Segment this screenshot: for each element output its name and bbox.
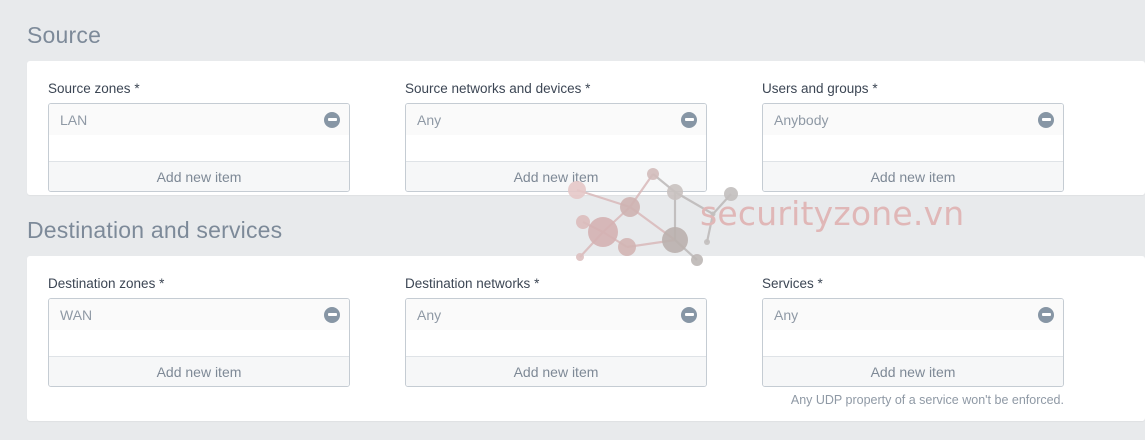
add-new-item-button[interactable]: Add new item bbox=[49, 161, 349, 191]
listbox-empty-area[interactable] bbox=[49, 330, 349, 356]
required-marker: * bbox=[585, 81, 591, 96]
listbox-empty-area[interactable] bbox=[49, 135, 349, 161]
add-new-item-button[interactable]: Add new item bbox=[49, 356, 349, 386]
remove-circle-icon[interactable] bbox=[1038, 306, 1054, 323]
listbox-empty-area[interactable] bbox=[763, 330, 1063, 356]
label-destination-zones: Destination zones * bbox=[48, 276, 350, 291]
section-heading-destination-and-services: Destination and services bbox=[27, 217, 283, 243]
label-text: Destination networks bbox=[405, 276, 531, 291]
list-item-label: Any bbox=[417, 111, 442, 128]
required-marker: * bbox=[159, 276, 165, 291]
section-destination-and-services: Destination and services Destination zon… bbox=[0, 195, 1145, 421]
field-source-networks-and-devices: Source networks and devices * Any Add ne… bbox=[405, 81, 707, 192]
list-item[interactable]: Any bbox=[763, 299, 1063, 330]
list-item[interactable]: LAN bbox=[49, 104, 349, 135]
list-item[interactable]: Any bbox=[406, 299, 706, 330]
list-item[interactable]: Any bbox=[406, 104, 706, 135]
listbox-destination-networks[interactable]: Any Add new item bbox=[405, 298, 707, 387]
list-item-label: WAN bbox=[60, 306, 93, 323]
add-new-item-button[interactable]: Add new item bbox=[406, 356, 706, 386]
list-item-label: Any bbox=[417, 306, 442, 323]
listbox-destination-zones[interactable]: WAN Add new item bbox=[48, 298, 350, 387]
list-item[interactable]: Anybody bbox=[763, 104, 1063, 135]
label-text: Users and groups bbox=[762, 81, 869, 96]
list-item-label: Any bbox=[774, 306, 799, 323]
label-services: Services * bbox=[762, 276, 1064, 291]
listbox-source-networks-and-devices[interactable]: Any Add new item bbox=[405, 103, 707, 192]
remove-circle-icon[interactable] bbox=[324, 306, 340, 323]
label-source-zones: Source zones * bbox=[48, 81, 350, 96]
required-marker: * bbox=[872, 81, 878, 96]
required-marker: * bbox=[534, 276, 540, 291]
add-new-item-button[interactable]: Add new item bbox=[406, 161, 706, 191]
required-marker: * bbox=[817, 276, 823, 291]
required-marker: * bbox=[134, 81, 140, 96]
label-source-networks-and-devices: Source networks and devices * bbox=[405, 81, 707, 96]
listbox-source-zones[interactable]: LAN Add new item bbox=[48, 103, 350, 192]
field-destination-zones: Destination zones * WAN Add new item bbox=[48, 276, 350, 407]
listbox-empty-area[interactable] bbox=[763, 135, 1063, 161]
field-users-and-groups: Users and groups * Anybody Add new item bbox=[762, 81, 1064, 192]
destination-card: Destination zones * WAN Add new item bbox=[27, 256, 1145, 421]
listbox-services[interactable]: Any Add new item bbox=[762, 298, 1064, 387]
list-item-label: Anybody bbox=[774, 111, 829, 128]
label-users-and-groups: Users and groups * bbox=[762, 81, 1064, 96]
remove-circle-icon[interactable] bbox=[1038, 111, 1054, 128]
list-item-label: LAN bbox=[60, 111, 88, 128]
remove-circle-icon[interactable] bbox=[324, 111, 340, 128]
section-source: Source Source zones * LAN Add n bbox=[0, 0, 1145, 195]
label-text: Services bbox=[762, 276, 814, 291]
label-text: Source networks and devices bbox=[405, 81, 582, 96]
field-source-zones: Source zones * LAN Add new item bbox=[48, 81, 350, 192]
remove-circle-icon[interactable] bbox=[681, 111, 697, 128]
field-services: Services * Any Add new item Any UDP prop… bbox=[762, 276, 1064, 407]
listbox-empty-area[interactable] bbox=[406, 330, 706, 356]
list-item[interactable]: WAN bbox=[49, 299, 349, 330]
listbox-empty-area[interactable] bbox=[406, 135, 706, 161]
section-heading-source: Source bbox=[27, 22, 102, 48]
label-text: Source zones bbox=[48, 81, 131, 96]
label-destination-networks: Destination networks * bbox=[405, 276, 707, 291]
services-help-text: Any UDP property of a service won't be e… bbox=[790, 393, 1064, 407]
label-text: Destination zones bbox=[48, 276, 156, 291]
field-destination-networks: Destination networks * Any Add new item bbox=[405, 276, 707, 407]
source-card: Source zones * LAN Add new item bbox=[27, 61, 1145, 195]
add-new-item-button[interactable]: Add new item bbox=[763, 161, 1063, 191]
listbox-users-and-groups[interactable]: Anybody Add new item bbox=[762, 103, 1064, 192]
remove-circle-icon[interactable] bbox=[681, 306, 697, 323]
add-new-item-button[interactable]: Add new item bbox=[763, 356, 1063, 386]
